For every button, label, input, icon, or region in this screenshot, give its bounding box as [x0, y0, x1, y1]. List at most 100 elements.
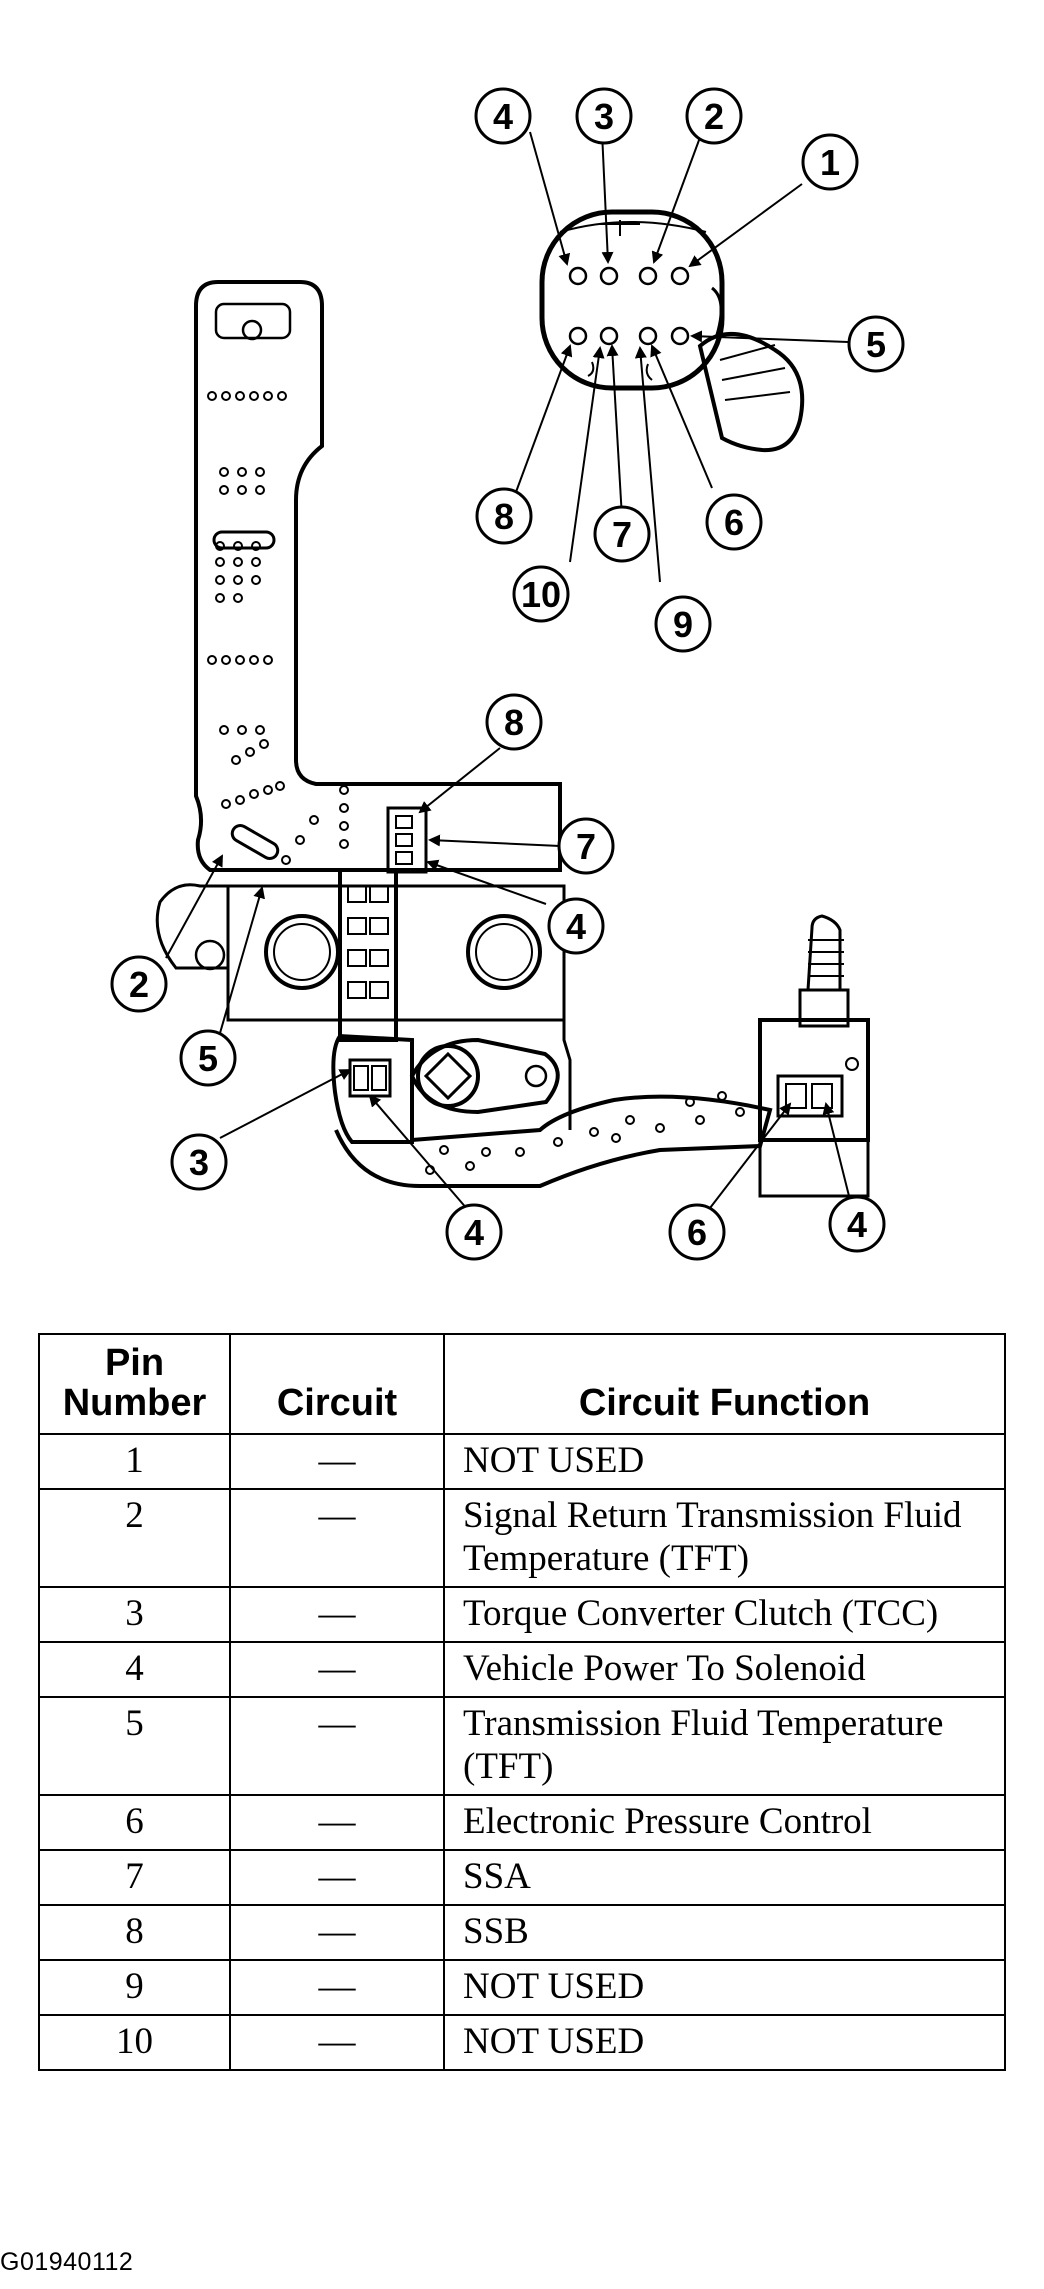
callout-harness-pin-3: 3 [170, 1133, 228, 1191]
connector-end-view [539, 209, 805, 453]
frame-hole [219, 485, 229, 495]
figure-code: G01940112 [0, 2248, 134, 2276]
connector-callouts: 4 3 2 1 5 8 7 6 10 9 [474, 87, 905, 653]
circuit-cell: — [229, 1696, 445, 1796]
leader-lines [165, 131, 851, 1211]
pin-number-cell: 5 [38, 1696, 231, 1796]
pin-number-cell: 8 [38, 1904, 231, 1961]
circuit-function-cell: Signal Return Transmission Fluid Tempera… [443, 1488, 1006, 1588]
frame-hole [249, 391, 259, 401]
frame-hole [249, 789, 259, 799]
frame-hole [215, 557, 225, 567]
frame-hole [219, 725, 229, 735]
frame-hole [515, 1147, 525, 1157]
frame-hole [215, 575, 225, 585]
frame-hole [255, 485, 265, 495]
callout-connector-pin-6: 6 [705, 493, 763, 551]
svg-text:4: 4 [464, 1212, 484, 1253]
frame-hole [465, 1161, 475, 1171]
table-row: 3—Torque Converter Clutch (TCC) [38, 1586, 1006, 1643]
circuit-function-cell: NOT USED [443, 2014, 1006, 2071]
frame-hole [259, 739, 269, 749]
callout-harness-pin-4-bottom: 4 [445, 1203, 503, 1261]
frame-hole [233, 575, 243, 585]
frame-hole [233, 541, 243, 551]
callout-harness-pin-2: 2 [110, 955, 168, 1013]
circuit-cell: — [229, 1959, 445, 2016]
frame-hole [215, 541, 225, 551]
center-connector [338, 806, 428, 1042]
svg-text:5: 5 [866, 324, 886, 365]
frame-hole [439, 1145, 449, 1155]
svg-text:6: 6 [687, 1212, 707, 1253]
frame-hole [237, 725, 247, 735]
frame-hole [245, 747, 255, 757]
callout-connector-pin-3: 3 [575, 87, 633, 145]
svg-text:8: 8 [494, 496, 514, 537]
callout-harness-pin-6: 6 [668, 1203, 726, 1261]
svg-text:3: 3 [189, 1142, 209, 1183]
circuit-cell: — [229, 1794, 445, 1851]
frame-hole [255, 725, 265, 735]
pin-number-cell: 6 [38, 1794, 231, 1851]
svg-text:7: 7 [612, 514, 632, 555]
frame-hole [553, 1137, 563, 1147]
frame-hole [295, 835, 305, 845]
frame-hole [695, 1115, 705, 1125]
frame-hole [207, 655, 217, 665]
frame-hole [215, 593, 225, 603]
frame-hole [735, 1107, 745, 1117]
frame-hole [655, 1123, 665, 1133]
circuit-function-cell: SSB [443, 1904, 1006, 1961]
svg-text:4: 4 [566, 906, 586, 947]
frame-hole [339, 821, 349, 831]
svg-text:9: 9 [673, 604, 693, 645]
frame-hole [251, 541, 261, 551]
callout-connector-pin-8: 8 [475, 487, 533, 545]
harness-callouts: 8 7 4 2 5 3 4 6 4 [110, 693, 886, 1261]
callout-connector-pin-10: 10 [512, 565, 570, 623]
table-header-row: Pin Number Circuit Circuit Function [38, 1333, 1006, 1435]
svg-text:6: 6 [724, 502, 744, 543]
frame-hole [233, 593, 243, 603]
frame-hole [251, 575, 261, 585]
right-solenoid [758, 914, 870, 1198]
callout-connector-pin-2: 2 [685, 87, 743, 145]
table-row: 2—Signal Return Transmission Fluid Tempe… [38, 1488, 1006, 1588]
table-row: 8—SSB [38, 1904, 1006, 1961]
frame-hole [589, 1127, 599, 1137]
callout-harness-pin-7: 7 [557, 817, 615, 875]
svg-text:3: 3 [594, 96, 614, 137]
callout-harness-pin-4-top: 4 [547, 897, 605, 955]
circuit-function-cell: NOT USED [443, 1433, 1006, 1490]
pin-number-cell: 1 [38, 1433, 231, 1490]
svg-text:10: 10 [521, 574, 561, 615]
frame-hole [221, 799, 231, 809]
frame-hole [339, 839, 349, 849]
header-circuit-function: Circuit Function [443, 1333, 1006, 1435]
frame-hole [235, 655, 245, 665]
svg-text:2: 2 [129, 964, 149, 1005]
pin-number-cell: 10 [38, 2014, 231, 2071]
callout-harness-pin-4-right: 4 [828, 1195, 886, 1253]
pin-number-cell: 3 [38, 1586, 231, 1643]
frame-hole [237, 485, 247, 495]
circuit-function-cell: Torque Converter Clutch (TCC) [443, 1586, 1006, 1643]
solenoid-body [155, 883, 572, 1130]
frame-hole [219, 467, 229, 477]
frame-hole [221, 391, 231, 401]
table-row: 4—Vehicle Power To Solenoid [38, 1641, 1006, 1698]
pin-function-table: Pin Number Circuit Circuit Function 1—NO… [38, 1333, 1006, 2071]
circuit-function-cell: Transmission Fluid Temperature (TFT) [443, 1696, 1006, 1796]
svg-text:8: 8 [504, 702, 524, 743]
svg-text:7: 7 [576, 826, 596, 867]
frame-hole [611, 1133, 621, 1143]
frame-hole [221, 655, 231, 665]
lower-solenoid [331, 1033, 773, 1188]
table-row: 9—NOT USED [38, 1959, 1006, 2016]
wiring-harness-diagram: 4 3 2 1 5 8 7 6 10 9 8 7 4 2 5 3 4 6 4 [110, 87, 905, 1261]
frame-hole [263, 391, 273, 401]
callout-connector-pin-1: 1 [801, 133, 859, 191]
frame-hole [207, 391, 217, 401]
table-row: 7—SSA [38, 1849, 1006, 1906]
